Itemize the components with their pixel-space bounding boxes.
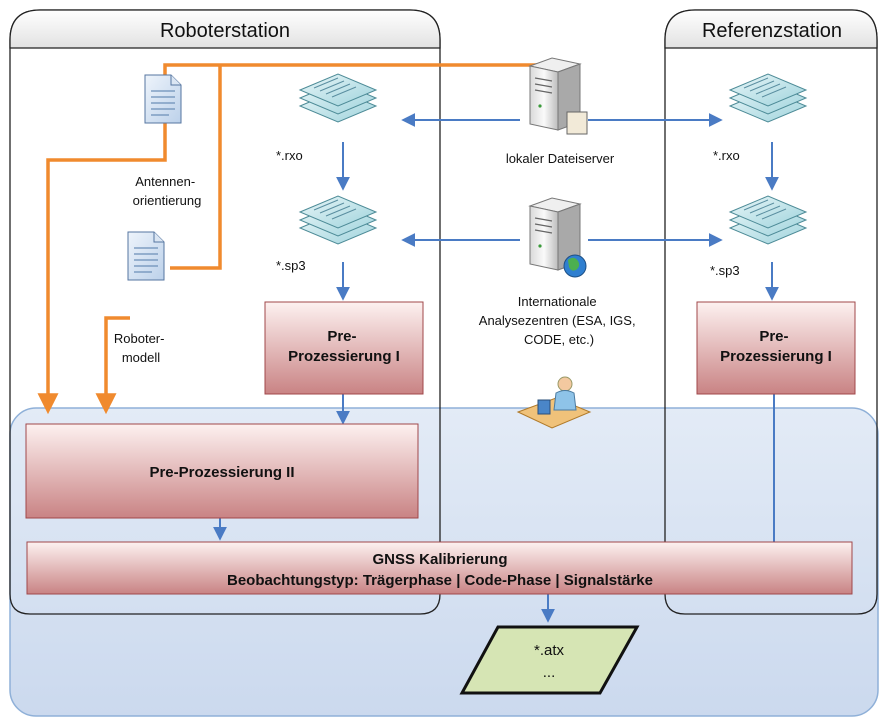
antenna-label: Antennen- orientierung xyxy=(133,174,202,208)
analysis-centers-label: Internationale Analysezentren (ESA, IGS,… xyxy=(479,294,639,347)
document-stack-icon xyxy=(299,73,377,123)
gnss-calibration: GNSS Kalibrierung Beobachtungstyp: Träge… xyxy=(26,541,853,595)
document-stack-icon xyxy=(729,73,807,123)
pre-processing-2: Pre-Prozessierung II xyxy=(25,423,419,519)
calibration-title: GNSS Kalibrierung xyxy=(372,551,507,568)
orange-line-to-pre2 xyxy=(104,316,130,406)
reference-station-panel xyxy=(664,9,878,615)
document-stack-icon xyxy=(729,195,807,245)
sp3-robot-label: *.sp3 xyxy=(276,258,306,273)
rxo-reference-label: *.rxo xyxy=(713,148,740,163)
document-icon xyxy=(127,231,165,281)
robot-model-label: Roboter- modell xyxy=(114,331,168,365)
document-icon xyxy=(144,74,182,124)
local-server-label: lokaler Dateiserver xyxy=(506,151,615,166)
calibration-subtitle: Beobachtungstyp: Trägerphase | Code-Phas… xyxy=(227,572,653,589)
pre2-label: Pre-Prozessierung II xyxy=(149,464,294,481)
reference-station-title: Referenzstation xyxy=(702,20,842,42)
robot-station-title: Roboterstation xyxy=(160,20,290,42)
atx-line2: ... xyxy=(543,664,556,681)
pre-processing-1-reference: Pre- Prozessierung I xyxy=(696,301,856,395)
atx-line1: *.atx xyxy=(534,642,565,659)
sp3-reference-label: *.sp3 xyxy=(710,263,740,278)
rxo-robot-label: *.rxo xyxy=(276,148,303,163)
atx-output: *.atx ... xyxy=(459,625,640,695)
pre1-reference-label: Pre- Prozessierung I xyxy=(720,328,832,365)
pre1-robot-label: Pre- Prozessierung I xyxy=(288,328,400,365)
globe-icon xyxy=(563,254,587,278)
pre-processing-1-robot: Pre- Prozessierung I xyxy=(264,301,424,395)
orange-line-main xyxy=(46,63,545,406)
orange-line-model xyxy=(170,65,222,270)
document-stack-icon xyxy=(299,195,377,245)
workstation-user-icon xyxy=(516,376,592,429)
